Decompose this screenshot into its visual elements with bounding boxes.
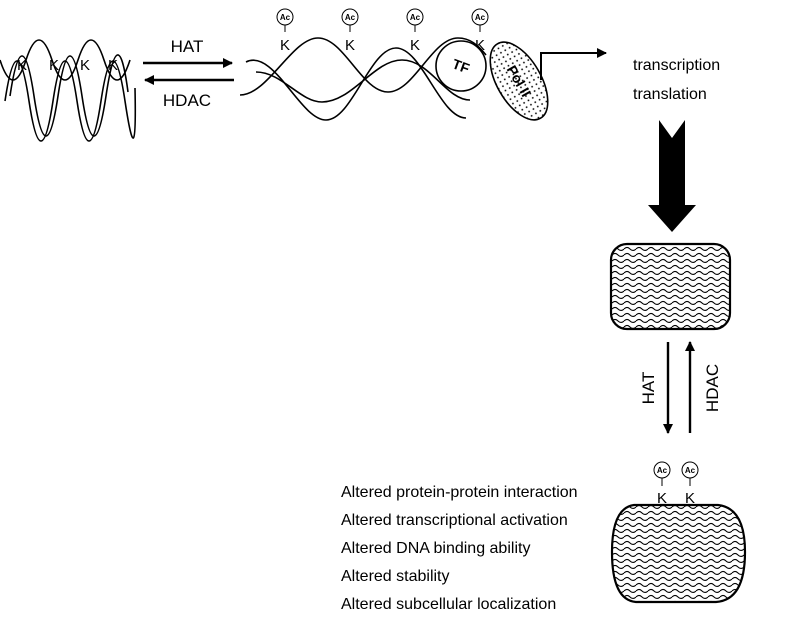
large-down-arrow	[648, 120, 696, 232]
effect-item: Altered protein-protein interaction	[341, 484, 578, 501]
acetyl-label: Ac	[475, 13, 486, 22]
lysine-label: K	[17, 57, 27, 74]
lysine-label: K	[685, 490, 695, 507]
chromatin-lysine-ac: Ac K	[471, 8, 489, 54]
hdac-label: HDAC	[163, 91, 211, 110]
horizontal-arrows: HAT HDAC	[143, 37, 234, 110]
open-chromatin	[239, 37, 487, 121]
effect-item: Altered stability	[341, 568, 450, 585]
effect-item: Altered transcriptional activation	[341, 512, 568, 529]
dna-strand	[0, 39, 131, 81]
dna-strand	[239, 37, 487, 96]
acetyl-label: Ac	[410, 13, 421, 22]
hat-vertical-label: HAT	[639, 372, 658, 405]
effect-item: Altered subcellular localization	[341, 596, 556, 613]
lysine-label: K	[80, 57, 90, 74]
hdac-vertical-label: HDAC	[703, 364, 722, 412]
lysine-label: K	[280, 37, 290, 54]
lysine-label: K	[657, 490, 667, 507]
dna-strand	[4, 60, 137, 142]
translation-label: translation	[633, 86, 707, 103]
acetyl-label: Ac	[280, 13, 291, 22]
pol-ii-complex: Pol II	[489, 41, 549, 121]
effect-item: Altered DNA binding ability	[341, 540, 530, 557]
lysine-label: K	[108, 57, 118, 74]
dna-strand	[255, 59, 471, 103]
lysine-label: K	[410, 37, 420, 54]
transcription-label: transcription	[633, 57, 720, 74]
transcription-start-arrow	[540, 48, 607, 80]
hat-label: HAT	[171, 37, 204, 56]
dna-strand	[245, 47, 467, 121]
tf-label: TF	[450, 56, 472, 77]
protein-acetylated	[610, 503, 747, 604]
lysine-label: K	[475, 37, 485, 54]
acetyl-label: Ac	[685, 466, 696, 475]
protein-unmodified	[609, 242, 732, 331]
protein-lysine-ac: Ac K	[681, 461, 699, 507]
lysine-label: K	[49, 57, 59, 74]
transcription-factor: TF	[435, 40, 487, 92]
acetyl-label: Ac	[657, 466, 668, 475]
chromatin-lysine-ac: Ac K	[341, 8, 359, 54]
chromatin-lysine-ac: Ac K	[406, 8, 424, 54]
condensed-chromatin: K K K K	[0, 39, 137, 142]
protein-lysine-ac: Ac K	[653, 461, 671, 507]
vertical-arrows: HAT HDAC	[639, 341, 722, 434]
effects-list: Altered protein-protein interaction Alte…	[341, 484, 578, 613]
dna-strand	[9, 54, 129, 137]
lysine-label: K	[345, 37, 355, 54]
acetyl-label: Ac	[345, 13, 356, 22]
chromatin-lysine-ac: Ac K	[276, 8, 294, 54]
